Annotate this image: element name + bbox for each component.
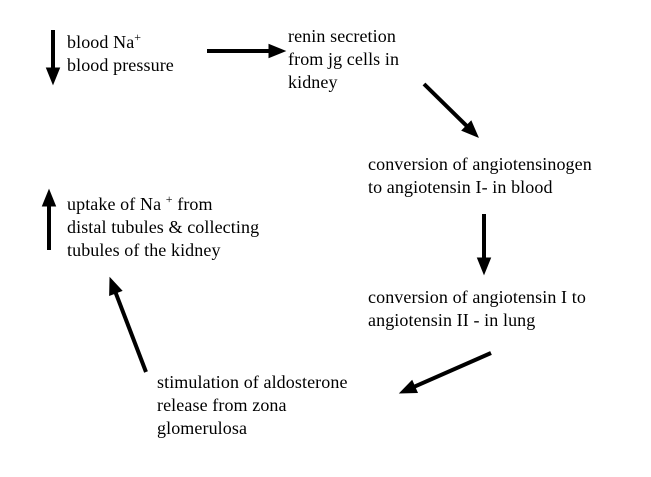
node-line: uptake of Na + from bbox=[67, 192, 213, 214]
node-line: conversion of angiotensin I to bbox=[368, 287, 586, 307]
renin-to-angiotensin-i-arrow bbox=[422, 82, 479, 138]
node-line: distal tubules & collecting bbox=[67, 217, 260, 237]
aldosterone-to-uptake-arrow bbox=[109, 276, 148, 373]
node-line: tubules of the kidney bbox=[67, 240, 221, 260]
node-line: blood pressure bbox=[67, 55, 174, 75]
angiotensin-i-to-ii-arrow bbox=[476, 214, 492, 276]
node-trigger-low-na-bp: blood Na+ blood pressure bbox=[67, 31, 174, 77]
node-line: blood Na+ bbox=[67, 30, 142, 52]
node-renin-secretion: renin secretion from jg cells in kidney bbox=[288, 25, 399, 94]
node-line: kidney bbox=[288, 72, 338, 92]
node-aldosterone-release: stimulation of aldosterone release from z… bbox=[157, 371, 348, 440]
increase-indicator-arrow bbox=[41, 188, 57, 250]
node-line: stimulation of aldosterone bbox=[157, 372, 348, 392]
node-angiotensin-ii-conversion: conversion of angiotensin I to angiotensi… bbox=[368, 286, 586, 332]
node-line: conversion of angiotensinogen bbox=[368, 154, 592, 174]
trigger-to-renin-arrow bbox=[207, 43, 287, 59]
decrease-indicator-arrow bbox=[45, 30, 61, 86]
node-line: angiotensin II - in lung bbox=[368, 310, 536, 330]
node-angiotensin-i-conversion: conversion of angiotensinogen to angioten… bbox=[368, 153, 592, 199]
node-line: renin secretion bbox=[288, 26, 396, 46]
angiotensin-ii-to-aldosterone-arrow bbox=[398, 351, 492, 394]
node-line: release from zona bbox=[157, 395, 287, 415]
node-line: from jg cells in bbox=[288, 49, 400, 69]
node-na-uptake: uptake of Na + from distal tubules & coll… bbox=[67, 193, 259, 262]
node-line: glomerulosa bbox=[157, 418, 248, 438]
node-line: to angiotensin I- in blood bbox=[368, 177, 553, 197]
